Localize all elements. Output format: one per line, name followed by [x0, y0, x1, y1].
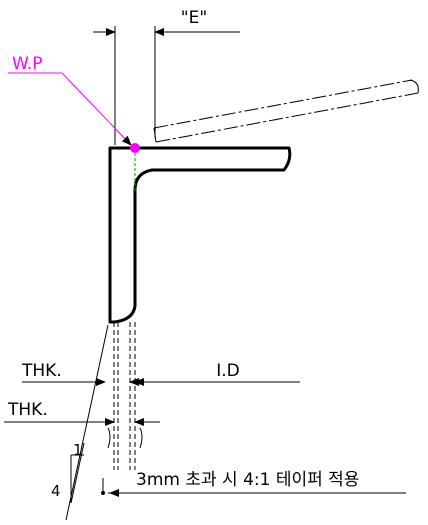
projection-lines: [113, 322, 136, 470]
angle-profile: [108, 146, 292, 324]
thk-dimension-2: THK.: [4, 400, 160, 426]
slope-run-label: 4: [51, 482, 61, 500]
work-point-marker: [130, 143, 140, 153]
thk-dimension-1: THK.: [21, 361, 160, 386]
dimension-e-label: "E": [181, 8, 207, 28]
taper-note-label: 3mm 초과 시 4:1 테이퍼 적용: [136, 470, 359, 490]
slope-rise-label: 1: [73, 441, 83, 459]
dimension-e: "E": [93, 8, 240, 145]
work-point-label: W.P: [12, 54, 43, 74]
work-point-callout: W.P: [8, 54, 132, 146]
thk-label-2: THK.: [7, 400, 48, 420]
break-lines: [107, 427, 143, 449]
inner-dimension: I.D: [134, 361, 300, 386]
inclined-member: [153, 79, 419, 143]
taper-note: 3mm 초과 시 4:1 테이퍼 적용: [101, 470, 406, 497]
inner-dimension-label: I.D: [216, 361, 240, 381]
taper-slope: [65, 324, 109, 521]
thk-label-1: THK.: [21, 361, 62, 381]
